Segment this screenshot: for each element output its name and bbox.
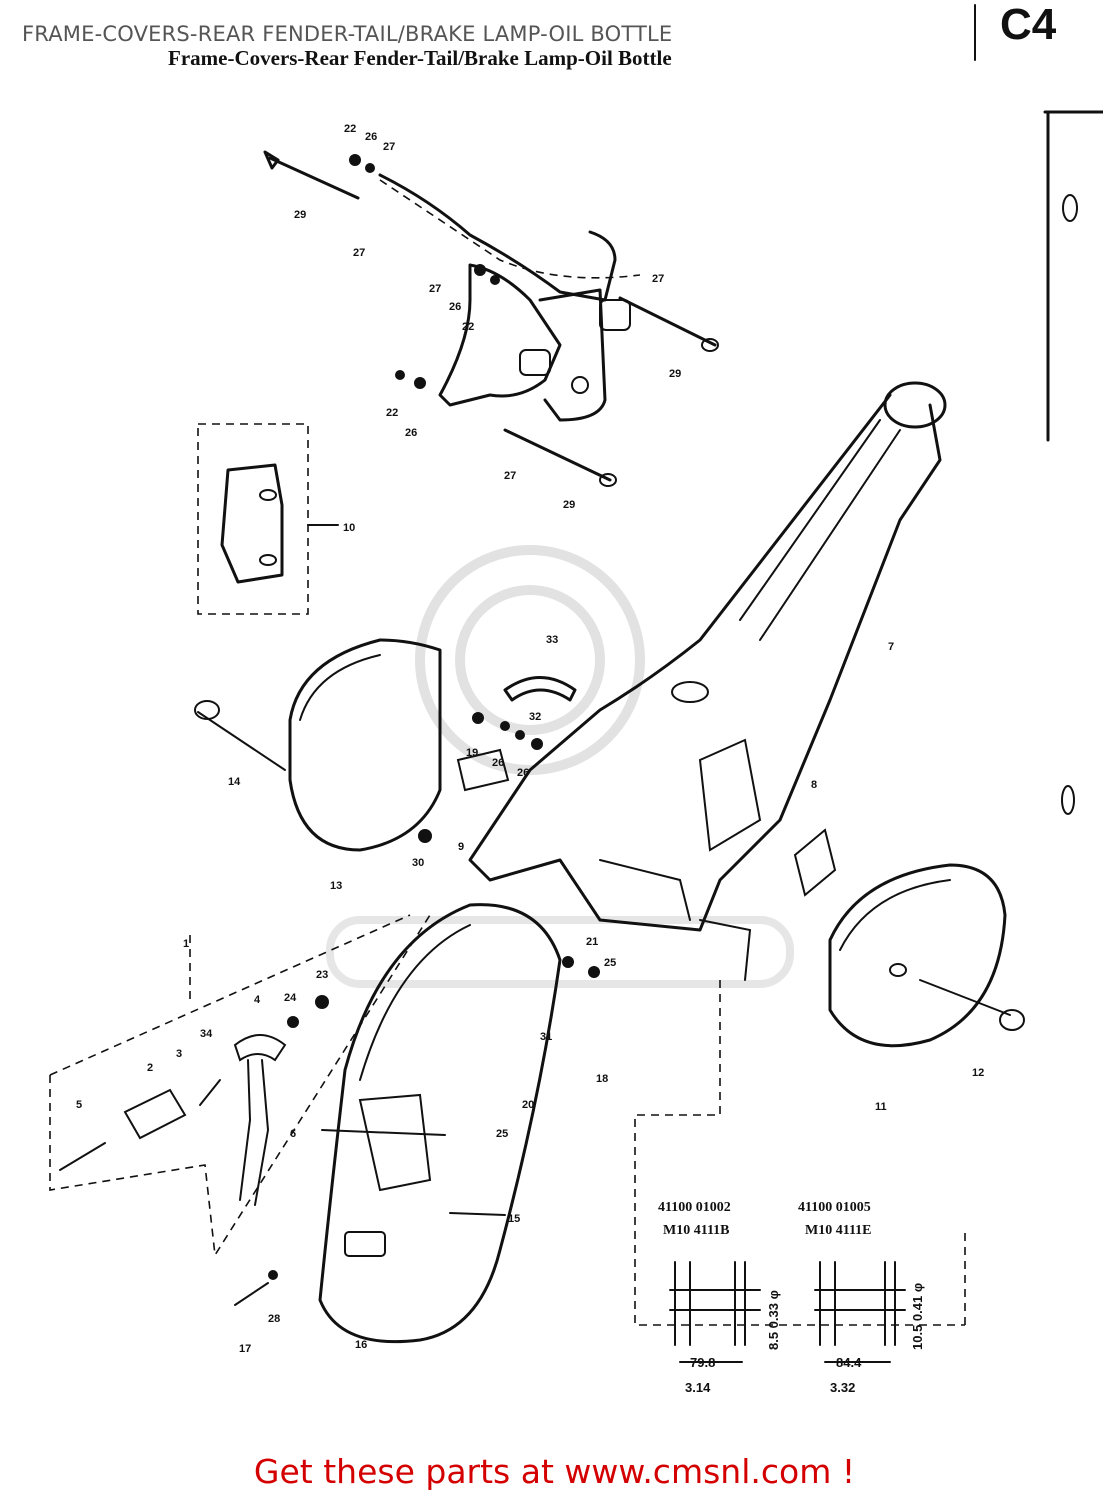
callout: 11 <box>875 1101 887 1113</box>
callout: 27 <box>383 141 395 153</box>
callout: 1 <box>183 938 189 950</box>
spec-dim-vertical-2: 10.5 0.41 φ <box>910 1283 925 1350</box>
callout: 17 <box>239 1343 251 1355</box>
footer-ad-link[interactable]: Get these parts at www.cmsnl.com ! <box>253 1452 856 1491</box>
callout: 26 <box>405 427 417 439</box>
callout-labels: 22 26 27 29 27 27 26 22 27 29 22 26 27 2… <box>76 123 984 1355</box>
callout: 26 <box>492 757 504 769</box>
callout: 7 <box>888 641 894 653</box>
callout: 26 <box>517 767 529 779</box>
callout: 25 <box>604 957 616 969</box>
callout: 29 <box>563 499 575 511</box>
callout: 21 <box>586 936 598 948</box>
callout: 31 <box>540 1031 552 1043</box>
page-title: FRAME-COVERS-REAR FENDER-TAIL/BRAKE LAMP… <box>22 22 673 46</box>
callout: 22 <box>386 407 398 419</box>
callout: 20 <box>522 1099 534 1111</box>
callout: 27 <box>504 470 516 482</box>
callout: 6 <box>290 1128 296 1140</box>
callout: 2 <box>147 1062 153 1074</box>
callout: 15 <box>508 1213 520 1225</box>
page-code: C4 <box>1000 0 1057 49</box>
oil-bottle <box>197 423 339 615</box>
main-frame <box>468 381 947 981</box>
tail-lamp <box>59 995 329 1306</box>
spec-part-number-1: 41100 01002 <box>658 1200 731 1215</box>
callout: 23 <box>316 969 328 981</box>
callout: 27 <box>429 283 441 295</box>
callout: 28 <box>268 1313 280 1325</box>
callout: 26 <box>365 131 377 143</box>
callout: 10 <box>343 522 355 534</box>
spec-model-1: M10 4111B <box>663 1223 730 1238</box>
callout: 32 <box>529 711 541 723</box>
side-cover-right <box>828 863 1025 1048</box>
callout: 9 <box>458 841 464 853</box>
callout: 33 <box>546 634 558 646</box>
callout: 14 <box>228 776 241 788</box>
callout: 27 <box>652 273 664 285</box>
callout: 8 <box>811 779 817 791</box>
bracket-assembly <box>263 150 719 487</box>
spec-table: 41100 01002 M10 4111B 41100 01005 M10 41… <box>658 1200 925 1395</box>
callout: 4 <box>254 994 261 1006</box>
spec-model-2: M10 4111E <box>805 1223 872 1238</box>
callout: 30 <box>412 857 424 869</box>
callout: 12 <box>972 1067 984 1079</box>
small-parts <box>418 676 837 978</box>
callout: 22 <box>462 321 474 333</box>
callout: 16 <box>355 1339 367 1351</box>
callout: 25 <box>496 1128 508 1140</box>
callout: 5 <box>76 1099 82 1111</box>
callout: 19 <box>466 747 478 759</box>
callout: 13 <box>330 880 342 892</box>
spec-dim-horizontal-in-1: 3.14 <box>685 1380 711 1395</box>
dashed-leaders <box>49 914 966 1326</box>
spec-dim-horizontal-in-2: 3.32 <box>830 1380 855 1395</box>
callout: 3 <box>176 1048 182 1060</box>
callout: 27 <box>353 247 365 259</box>
callout: 18 <box>596 1073 608 1085</box>
spec-dim-vertical-1: 8.5 0.33 φ <box>766 1290 781 1350</box>
callout: 29 <box>294 209 306 221</box>
side-cover-left <box>194 638 442 852</box>
callout: 29 <box>669 368 681 380</box>
diagram-heading: Frame-Covers-Rear Fender-Tail/Brake Lamp… <box>168 46 672 70</box>
rear-fender <box>318 903 562 1344</box>
frame-marks <box>974 4 1103 815</box>
callout: 34 <box>200 1028 213 1040</box>
callout: 24 <box>284 992 297 1004</box>
spec-drawing <box>669 1261 906 1363</box>
spec-part-number-2: 41100 01005 <box>798 1200 871 1215</box>
callout: 26 <box>449 301 461 313</box>
callout: 22 <box>344 123 356 135</box>
spec-dim-horizontal-1: 79.8 <box>690 1355 715 1370</box>
spec-dim-horizontal-2: 84.4 <box>836 1355 862 1370</box>
